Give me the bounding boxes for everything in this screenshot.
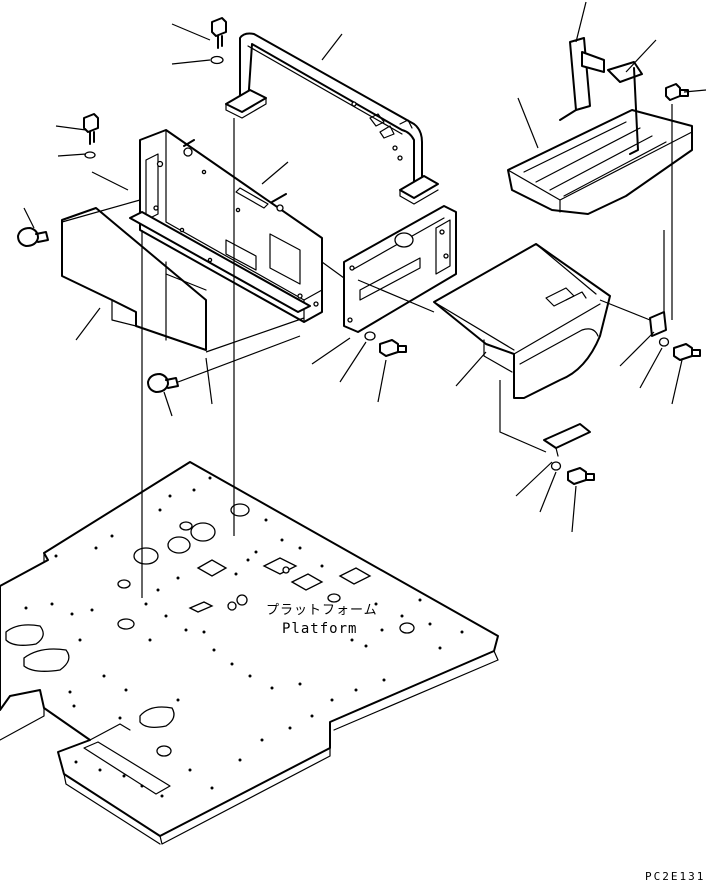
platform-cutouts: [5, 503, 415, 757]
assembly-lines: [61, 104, 673, 598]
drawing-code: PC2E131: [645, 870, 705, 883]
platform-holes: [24, 476, 464, 798]
platform-plate: プラットフォーム Platform: [0, 461, 499, 845]
hardware: [17, 17, 701, 485]
rear-frame: [225, 32, 439, 205]
side-plate: [343, 205, 457, 333]
storage-tray: [433, 243, 611, 399]
foot-rest: [507, 37, 693, 215]
cover-sheet: [61, 207, 207, 351]
callout-leaders: [23, 1, 707, 533]
brackets: [543, 311, 667, 457]
platform-label-jp: プラットフォーム: [266, 603, 378, 618]
console-panel: [129, 129, 323, 323]
platform-label-en: Platform: [282, 621, 357, 637]
